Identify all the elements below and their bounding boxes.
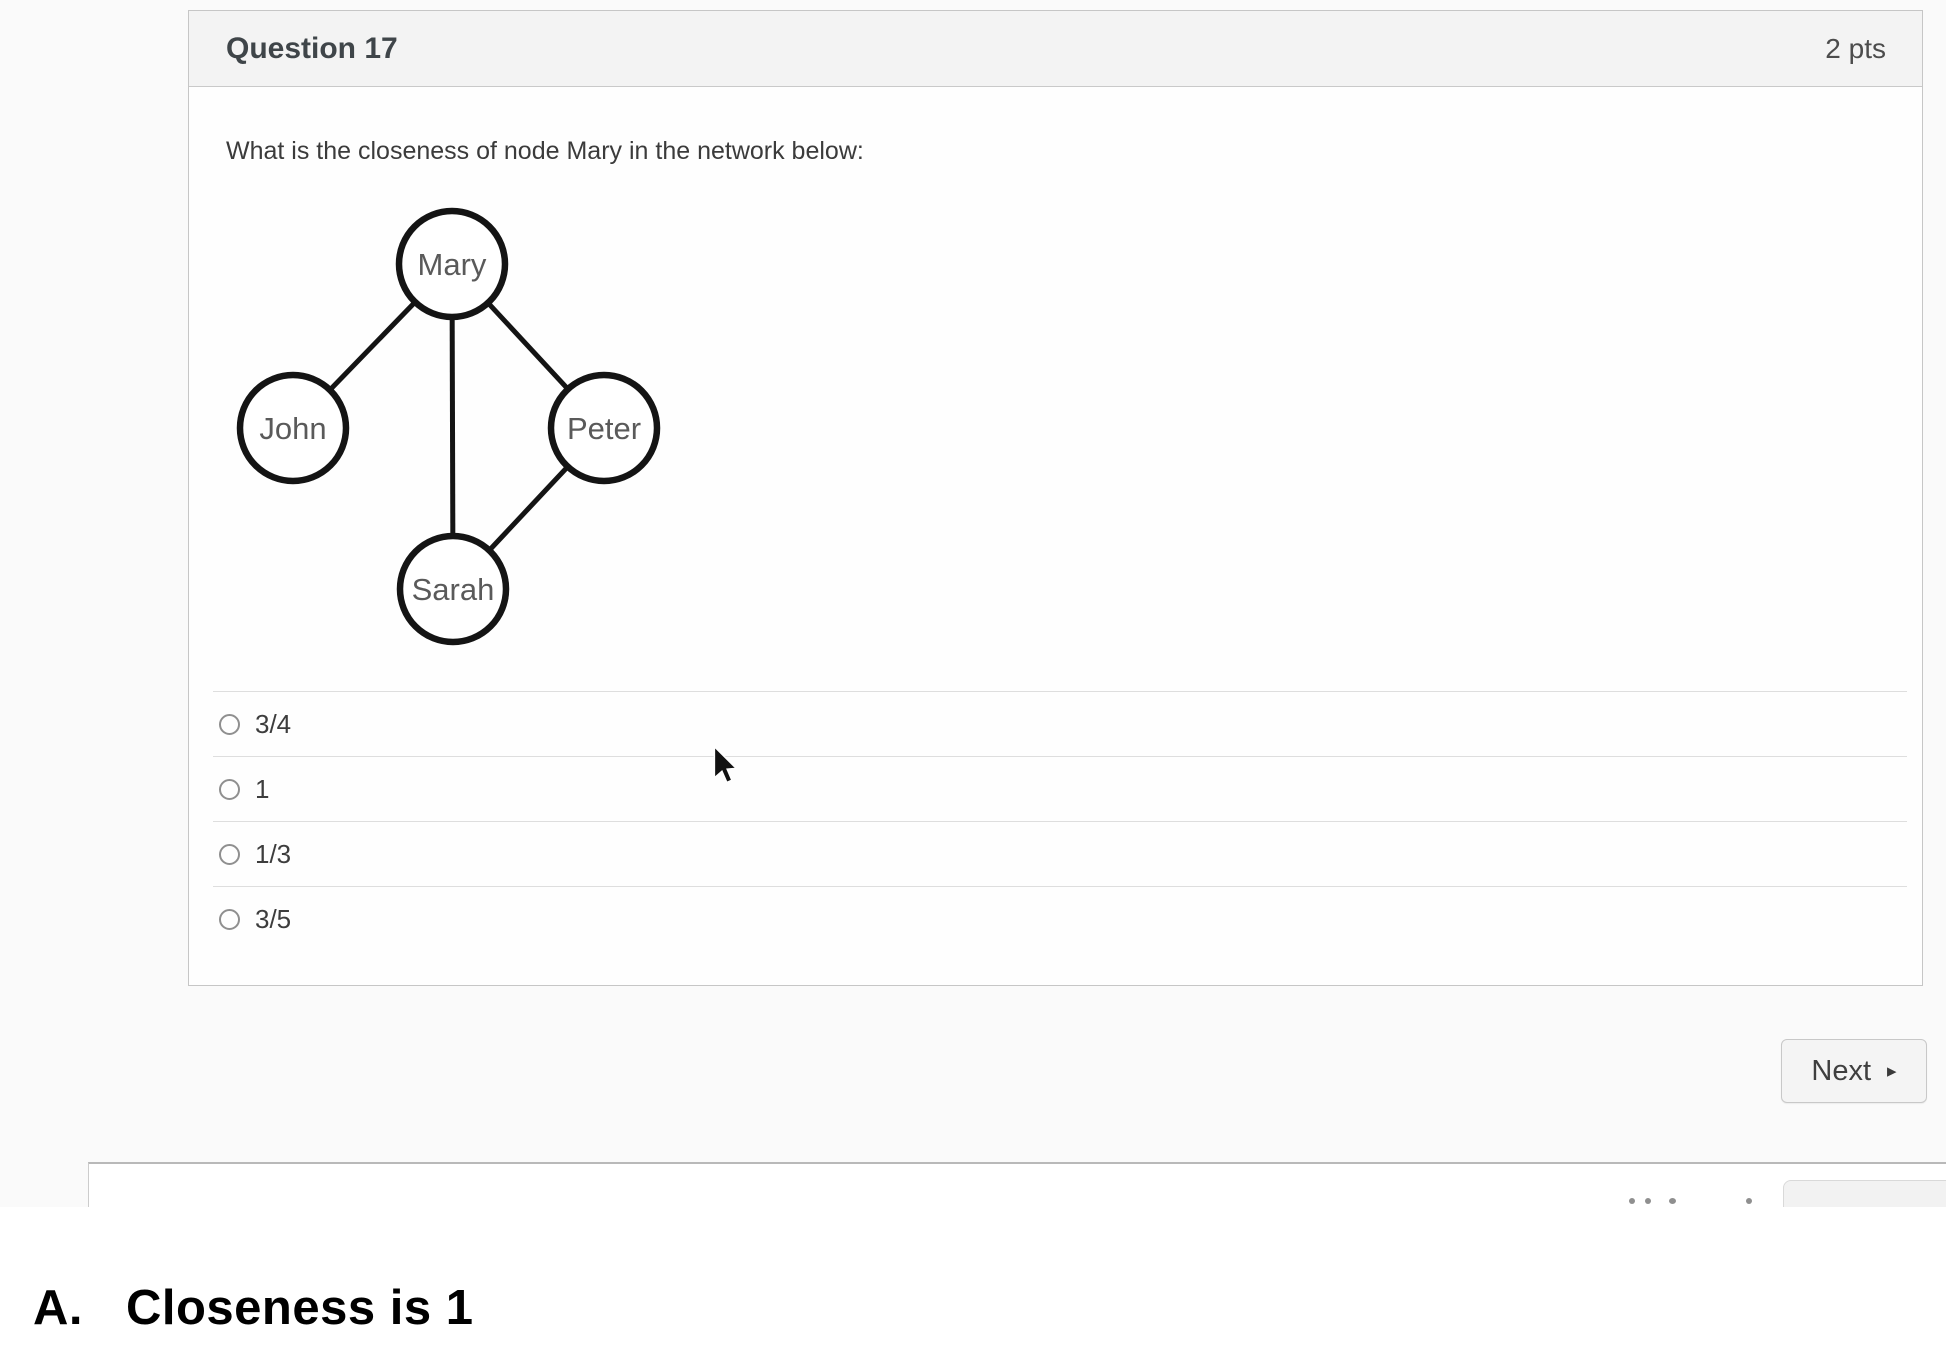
next-button-label: Next — [1811, 1054, 1872, 1087]
answer-option[interactable]: 1 — [213, 756, 1907, 821]
option-label: 3/4 — [255, 708, 292, 739]
question-points: 2 pts — [1825, 32, 1886, 64]
answer-heading: A. Closeness is 1 — [33, 1280, 473, 1336]
cutoff-text-fragment — [1629, 1198, 1752, 1204]
next-button[interactable]: Next ▸ — [1781, 1039, 1927, 1103]
option-label: 1 — [255, 773, 270, 804]
cutoff-question-card — [88, 1162, 1946, 1207]
answer-option[interactable]: 3/5 — [213, 886, 1907, 951]
answer-letter: A. — [33, 1281, 83, 1335]
cutoff-button[interactable] — [1783, 1180, 1946, 1207]
graph-node-circle — [396, 532, 510, 646]
mouse-cursor-icon — [713, 746, 738, 784]
graph-node-label: John — [259, 411, 326, 446]
question-card: Question 17 2 pts What is the closeness … — [188, 10, 1923, 986]
option-label: 1/3 — [255, 838, 292, 869]
answer-option[interactable]: 1/3 — [213, 821, 1907, 886]
answer-option[interactable]: 3/4 — [213, 691, 1907, 756]
radio-button-icon[interactable] — [219, 713, 240, 735]
question-card-header: Question 17 2 pts — [189, 11, 1922, 87]
option-label: 3/5 — [255, 903, 292, 934]
graph-node-circle — [236, 371, 350, 485]
question-prompt: What is the closeness of node Mary in th… — [226, 137, 864, 165]
answer-text: Closeness is 1 — [126, 1281, 474, 1335]
radio-button-icon[interactable] — [219, 843, 240, 865]
radio-button-icon[interactable] — [219, 778, 240, 800]
quiz-screenshot-region: Question 17 2 pts What is the closeness … — [88, 10, 1946, 1207]
graph-node-label: Mary — [418, 247, 487, 282]
question-title: Question 17 — [226, 31, 398, 65]
graph-node-label: Sarah — [412, 572, 495, 607]
options-list: 3/4 1 1/3 3/5 — [213, 691, 1907, 951]
graph-node-circle — [547, 371, 661, 485]
next-arrow-icon: ▸ — [1887, 1060, 1897, 1082]
radio-button-icon[interactable] — [219, 908, 240, 930]
graph-node-label: Peter — [567, 411, 641, 446]
graph-node-circle — [395, 207, 509, 321]
